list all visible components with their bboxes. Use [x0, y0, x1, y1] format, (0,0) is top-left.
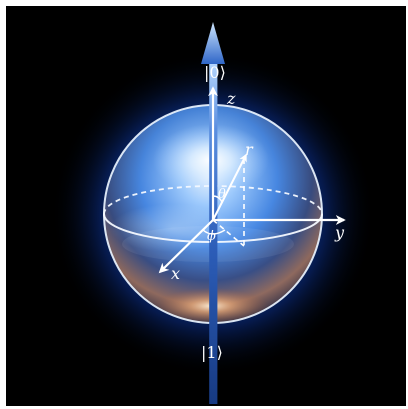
state-zero-label: |0⟩ [204, 63, 226, 82]
z-axis-label: z [226, 89, 236, 108]
state-one-label: |1⟩ [201, 343, 223, 362]
bloch-sphere-scene: |0⟩ z r θ y ϕ x |1⟩ [6, 6, 406, 406]
theta-label: θ [218, 187, 226, 202]
bloch-sphere-diagram: |0⟩ z r θ y ϕ x |1⟩ [6, 6, 406, 406]
x-axis-label: x [171, 264, 180, 283]
y-axis-label: y [334, 223, 345, 242]
radius-label: r [245, 140, 254, 159]
phi-label: ϕ [207, 229, 216, 244]
